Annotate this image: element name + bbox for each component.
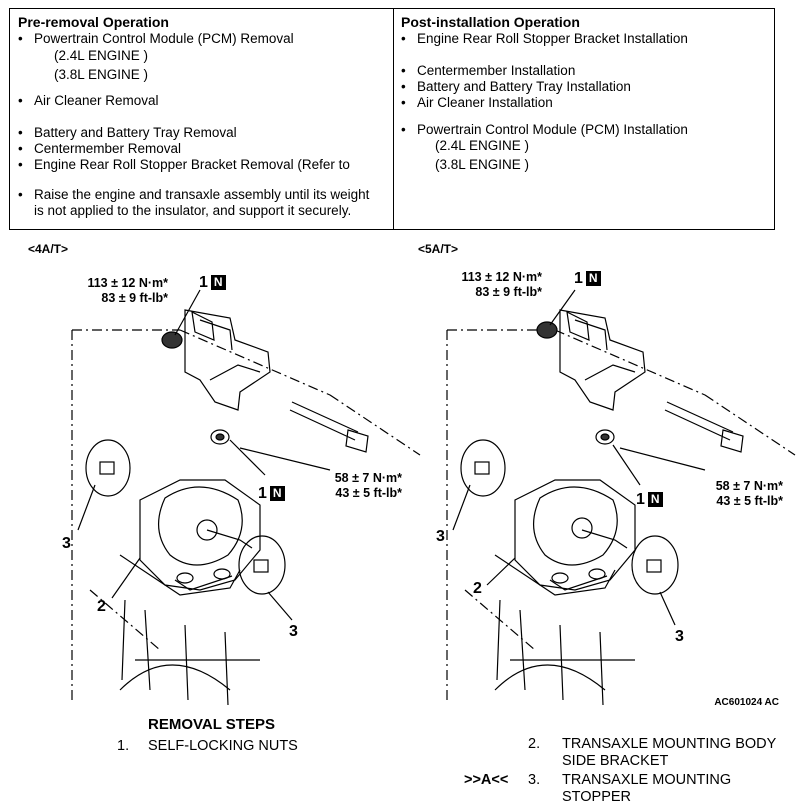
pre-removal-column: Pre-removal Operation •Powertrain Contro… <box>18 14 388 219</box>
list-item: •Air Cleaner Removal <box>18 93 159 108</box>
list-item-continued: is not applied to the insulator, and sup… <box>34 203 352 218</box>
step-3: >>A<< 3. TRANSAXLE MOUNTING STOPPER <box>464 772 732 805</box>
removal-steps-title: REMOVAL STEPS <box>148 716 275 733</box>
torque-spec-top-right: 113 ± 12 N·m* 83 ± 9 ft-lb* <box>461 270 542 299</box>
list-item: •Centermember Installation <box>401 63 576 78</box>
list-item: •Engine Rear Roll Stopper Bracket Remova… <box>18 157 350 172</box>
list-item: •Powertrain Control Module (PCM) Install… <box>401 122 688 137</box>
step-2: 2. TRANSAXLE MOUNTING BODY SIDE BRACKET <box>528 736 777 769</box>
list-item: •Powertrain Control Module (PCM) Removal <box>18 31 294 46</box>
step-1: 1. SELF-LOCKING NUTS <box>117 738 298 754</box>
callout-2-left: 2 <box>97 598 106 615</box>
list-subitem: (2.4L ENGINE ) <box>54 48 149 63</box>
list-item: •Battery and Battery Tray Installation <box>401 79 631 94</box>
torque-spec-mid-right: 58 ± 7 N·m* 43 ± 5 ft-lb* <box>715 479 783 508</box>
list-item: •Air Cleaner Installation <box>401 95 553 110</box>
operation-table: Pre-removal Operation •Powertrain Contro… <box>9 8 775 230</box>
callout-3-left-a: 3 <box>62 535 71 552</box>
figure-id: AC601024 AC <box>714 697 779 708</box>
list-item: •Centermember Removal <box>18 141 182 156</box>
panel-label-5at: <5A/T> <box>418 242 459 256</box>
right-assembly-art <box>446 289 796 706</box>
post-installation-title: Post-installation Operation <box>401 14 580 30</box>
list-subitem: (2.4L ENGINE ) <box>435 138 530 153</box>
callout-3-right-b: 3 <box>675 628 684 645</box>
pre-removal-title: Pre-removal Operation <box>18 14 169 30</box>
callout-3-right-a: 3 <box>436 528 445 545</box>
table-divider <box>393 9 394 229</box>
list-subitem: (3.8L ENGINE ) <box>435 157 530 172</box>
post-installation-column: Post-installation Operation •Engine Rear… <box>401 14 771 173</box>
list-item: •Battery and Battery Tray Removal <box>18 125 237 140</box>
left-assembly-art <box>71 289 421 706</box>
torque-spec-top-left: 113 ± 12 N·m* 83 ± 9 ft-lb* <box>87 276 168 305</box>
callout-3-left-b: 3 <box>289 623 298 640</box>
callout-2-right: 2 <box>473 580 482 597</box>
list-subitem: (3.8L ENGINE ) <box>54 67 149 82</box>
panel-label-4at: <4A/T> <box>28 242 69 256</box>
list-item: •Raise the engine and transaxle assembly… <box>18 187 370 202</box>
list-item: •Engine Rear Roll Stopper Bracket Instal… <box>401 31 688 46</box>
torque-spec-mid-left: 58 ± 7 N·m* 43 ± 5 ft-lb* <box>334 471 402 500</box>
